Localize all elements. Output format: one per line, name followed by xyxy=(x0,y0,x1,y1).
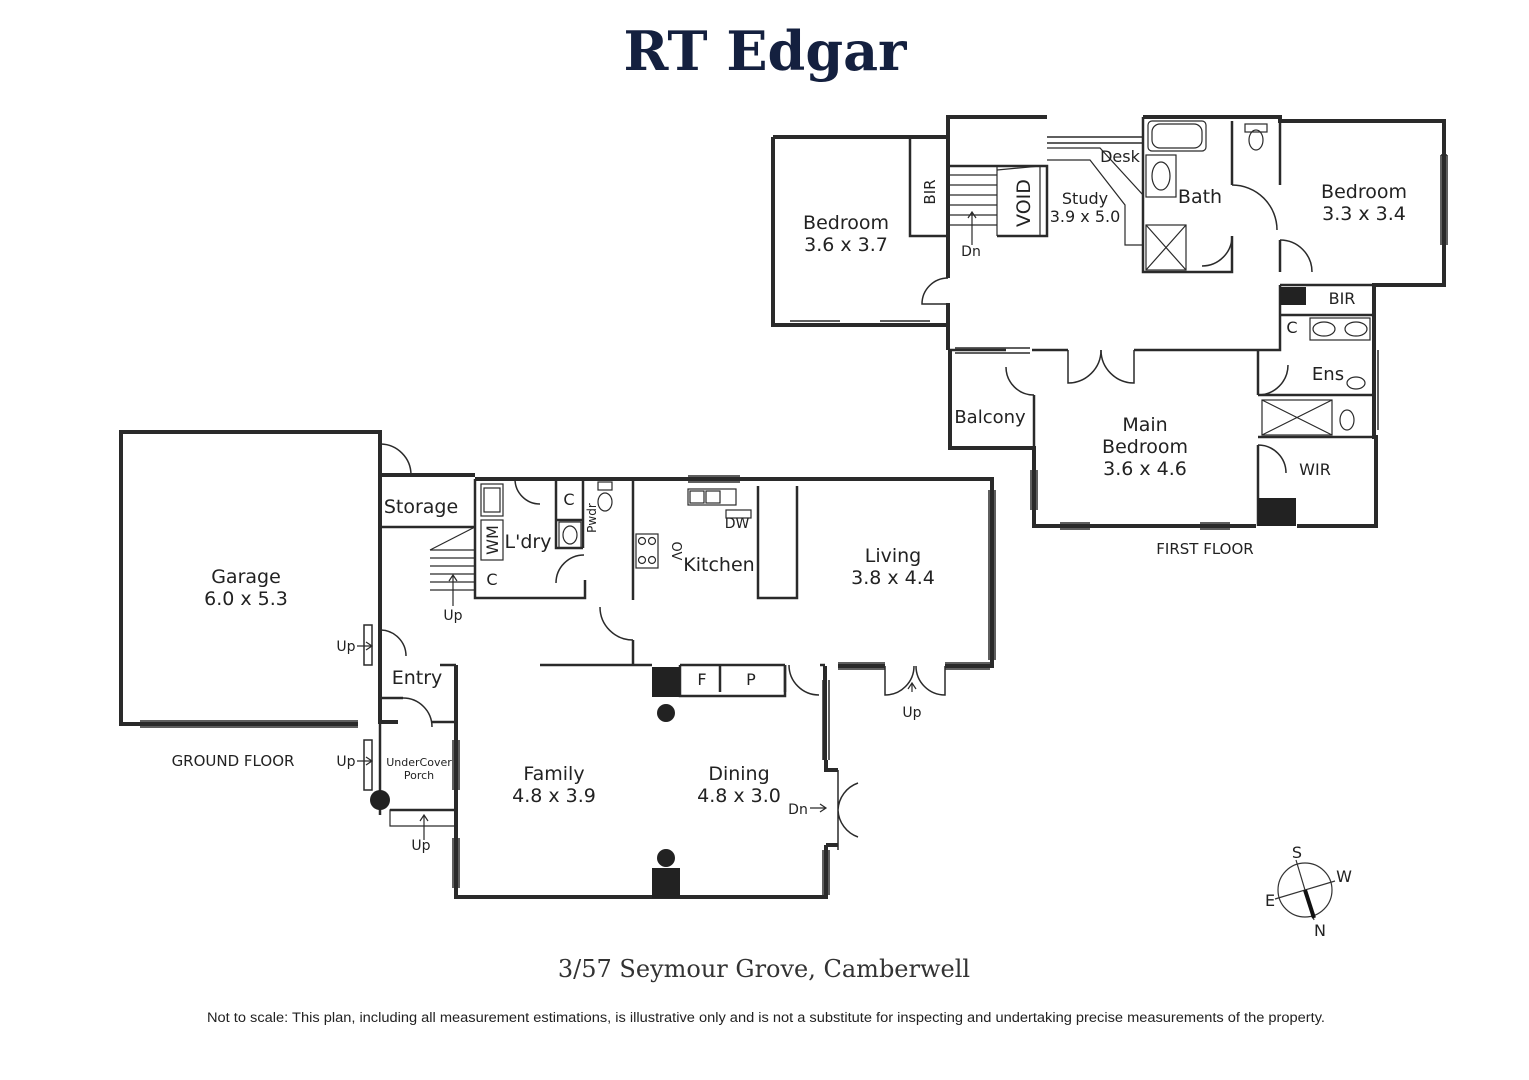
label-porch-up: Up xyxy=(336,754,355,770)
room-name-main-bedroom-2: Bedroom xyxy=(1102,436,1188,458)
brand-logo: RT Edgar xyxy=(623,19,907,83)
room-name-entry: Entry xyxy=(392,667,443,689)
label-wm: WM xyxy=(483,525,502,555)
ground-floor xyxy=(119,430,996,899)
room-name-main-bedroom-1: Main xyxy=(1122,414,1167,436)
room-name-bedroom-west: Bedroom xyxy=(803,212,889,234)
room-name-garage: Garage xyxy=(211,566,281,588)
compass-n: N xyxy=(1314,921,1326,940)
room-name-storage: Storage xyxy=(384,496,458,518)
label-stair-dn: Dn xyxy=(961,244,981,260)
room-name-kitchen: Kitchen xyxy=(683,554,754,576)
ground-floor-labels: Garage 6.0 x 5.3 Storage WM L'dry C C Pw… xyxy=(172,490,935,854)
label-fridge: F xyxy=(697,670,706,689)
room-size-bedroom-west: 3.6 x 3.7 xyxy=(804,234,888,256)
label-ov: OV xyxy=(668,542,683,561)
label-pantry: P xyxy=(746,670,756,689)
porch-label-2: Porch xyxy=(404,769,434,782)
compass-e: E xyxy=(1265,891,1275,910)
label-dining-dn: Dn xyxy=(788,802,808,818)
room-size-garage: 6.0 x 5.3 xyxy=(204,588,288,610)
first-floor-label: FIRST FLOOR xyxy=(1156,540,1253,558)
room-name-study: Study xyxy=(1062,189,1108,208)
room-size-family: 4.8 x 3.9 xyxy=(512,785,596,807)
label-cupboard-1: C xyxy=(563,490,574,509)
label-bir-west: BIR xyxy=(921,179,939,204)
room-name-ensuite: Ens xyxy=(1312,364,1344,385)
room-size-main-bedroom: 3.6 x 4.6 xyxy=(1103,458,1187,480)
compass-icon xyxy=(1274,859,1336,921)
room-size-study: 3.9 x 5.0 xyxy=(1050,207,1121,226)
room-name-balcony: Balcony xyxy=(954,407,1026,428)
room-name-bedroom-east: Bedroom xyxy=(1321,181,1407,203)
label-dw: DW xyxy=(725,516,750,532)
porch-label-1: UnderCover xyxy=(386,756,452,769)
label-wir: WIR xyxy=(1299,460,1331,479)
room-size-dining: 4.8 x 3.0 xyxy=(697,785,781,807)
label-powder: Pwdr xyxy=(585,503,599,533)
compass-s: S xyxy=(1292,843,1302,862)
label-void: VOID xyxy=(1013,179,1035,227)
ground-floor-label: GROUND FLOOR xyxy=(172,752,295,770)
label-cupboard-2: C xyxy=(486,570,497,589)
compass-w: W xyxy=(1336,867,1352,886)
room-name-living: Living xyxy=(865,545,922,567)
first-floor-labels: Bedroom 3.6 x 3.7 BIR Dn VOID Desk Study… xyxy=(803,147,1407,558)
label-living-up: Up xyxy=(902,705,921,721)
label-porch-step-up: Up xyxy=(411,838,430,854)
room-size-bedroom-east: 3.3 x 3.4 xyxy=(1322,203,1406,225)
room-name-bath: Bath xyxy=(1178,186,1222,208)
first-floor xyxy=(771,115,1448,530)
room-name-family: Family xyxy=(523,763,584,785)
property-address: 3/57 Seymour Grove, Camberwell xyxy=(558,955,970,983)
disclaimer: Not to scale: This plan, including all m… xyxy=(207,1010,1325,1026)
label-bir-east: BIR xyxy=(1329,289,1356,308)
room-name-dining: Dining xyxy=(708,763,769,785)
label-stair-up: Up xyxy=(443,608,462,624)
room-size-living: 3.8 x 4.4 xyxy=(851,567,935,589)
room-name-laundry: L'dry xyxy=(505,531,552,553)
label-garage-up: Up xyxy=(336,639,355,655)
label-desk: Desk xyxy=(1100,147,1141,166)
label-cupboard: C xyxy=(1286,318,1297,337)
